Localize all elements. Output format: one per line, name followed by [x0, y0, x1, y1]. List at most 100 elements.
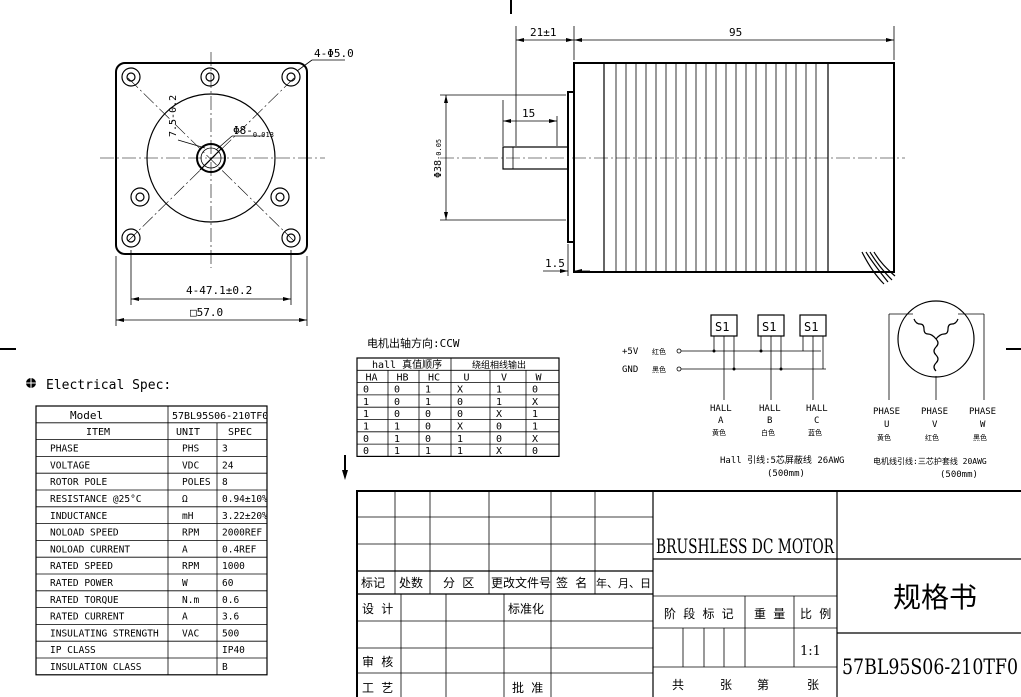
phase-wiring: PHASE U 黄色 PHASE V 红色 PHASE W 黑色 电机线引线:三… [873, 300, 996, 480]
supply-gnd: GND [622, 365, 638, 375]
model-value: 57BL95S06-210TF0 [172, 411, 268, 422]
sequence-cell: X [496, 409, 502, 420]
spec-cell: PHS [182, 444, 199, 455]
sequence-cell: 1 [532, 422, 538, 433]
spec-cell: IP CLASS [50, 645, 96, 656]
sequence-cell: 1 [394, 422, 400, 433]
spec-cell: INSULATING STRENGTH [50, 628, 159, 639]
hall-cable-spec: Hall 引线:5芯屏蔽线 26AWG [720, 454, 844, 466]
spec-cell: RATED TORQUE [50, 595, 119, 606]
sequence-cell: 0 [496, 434, 502, 445]
dim-body: 95 [729, 26, 742, 39]
sequence-cell: 0 [394, 385, 400, 396]
model-label: Model [70, 409, 103, 422]
spec-cell: 24 [222, 460, 234, 471]
svg-text:张: 张 [720, 678, 732, 692]
spec-cell: 0.94±10% [222, 494, 268, 505]
svg-text:共: 共 [672, 678, 684, 692]
sequence-cell: 1 [394, 434, 400, 445]
svg-text:处数: 处数 [399, 575, 423, 590]
spec-cell: ROTOR POLE [50, 477, 107, 488]
sequence-column-header: HB [397, 372, 409, 383]
svg-text:B: B [767, 416, 772, 426]
shaft-dia-label: Φ8-0.013 [233, 124, 274, 139]
sequence-cell: 0 [394, 397, 400, 408]
svg-text:S1: S1 [715, 320, 729, 334]
svg-text:批 准: 批 准 [512, 680, 543, 695]
mounting-hole [281, 67, 301, 87]
spec-column-header: UNIT [176, 427, 200, 438]
sequence-cell: 0 [532, 385, 538, 396]
sequence-cell: 0 [425, 422, 431, 433]
sequence-column-header: HA [366, 372, 378, 383]
supply-gnd-color: 黑色 [652, 365, 666, 374]
sequence-cell: 0 [425, 434, 431, 445]
electrical-heading: Electrical Spec: [46, 378, 171, 393]
spec-cell: INSULATION CLASS [50, 662, 142, 673]
phase-cable-spec: 电机线引线:三芯护套线 20AWG [873, 456, 987, 466]
svg-text:标准化: 标准化 [508, 602, 544, 616]
sequence-column-header: U [464, 372, 470, 383]
svg-text:C: C [814, 416, 819, 426]
screw-hole [270, 187, 290, 207]
svg-text:蓝色: 蓝色 [808, 428, 822, 437]
sequence-cell: 1 [496, 385, 502, 396]
sequence-cell: 1 [425, 397, 431, 408]
sequence-column-header: W [536, 372, 543, 383]
spec-cell: RATED POWER [50, 578, 113, 589]
spec-cell: INDUCTANCE [50, 511, 107, 522]
spec-cell: A [182, 544, 188, 555]
svg-text:更改文件号: 更改文件号 [491, 575, 551, 590]
sheet-edge-marks [0, 0, 1021, 480]
sequence-cell: 1 [425, 385, 431, 396]
sequence-cell: 0 [532, 446, 538, 457]
title-block: 标记 处数 分 区 更改文件号 签 名 年、月、日 设 计 标准化 审 核 工 … [356, 490, 1021, 697]
svg-text:标记: 标记 [361, 576, 385, 590]
spec-column-header: SPEC [228, 427, 252, 438]
sequence-cell: 0 [496, 422, 502, 433]
svg-text:U: U [884, 420, 889, 430]
spec-cell: VOLTAGE [50, 460, 90, 471]
spec-cell: 3.6 [222, 612, 239, 623]
spec-cell: RESISTANCE @25°C [50, 494, 142, 505]
sequence-cell: 1 [363, 397, 369, 408]
mounting-hole [281, 228, 301, 248]
spec-cell: POLES [182, 477, 211, 488]
mounting-hole [121, 228, 141, 248]
svg-text:S1: S1 [804, 320, 818, 334]
hall-sensor-a: S1 [710, 314, 738, 400]
sequence-cell: X [457, 385, 463, 396]
svg-text:工 艺: 工 艺 [362, 681, 393, 695]
svg-text:V: V [932, 420, 938, 430]
sequence-cell: 0 [394, 409, 400, 420]
product-title: BRUSHLESS DC MOTOR [656, 534, 835, 558]
svg-text:HALL: HALL [710, 404, 732, 414]
svg-text:红色: 红色 [925, 433, 939, 442]
spec-cell: 0.4REF [222, 544, 257, 555]
doc-type: 规格书 [893, 581, 977, 614]
spec-cell: VDC [182, 460, 199, 471]
sequence-cell: 0 [363, 446, 369, 457]
cable [865, 251, 889, 283]
svg-text:S1: S1 [762, 320, 776, 334]
sequence-cell: 1 [394, 446, 400, 457]
svg-text:张: 张 [807, 678, 819, 692]
spec-cell: 3 [222, 444, 228, 455]
svg-text:年、月、日: 年、月、日 [596, 576, 651, 590]
shaft-circle [196, 143, 226, 173]
spec-cell: 60 [222, 578, 234, 589]
spec-cell: Ω [182, 494, 188, 505]
sequence-cell: X [532, 434, 538, 445]
sequence-cell: 1 [496, 397, 502, 408]
svg-text:W: W [980, 420, 986, 430]
bolt-circle-label: 4-47.1±0.2 [186, 284, 252, 297]
screw-hole [200, 67, 220, 87]
hall-wiring: +5V 红色 GND 黑色 S1 S1 S1 [622, 314, 844, 479]
supply-plus-color: 红色 [652, 347, 666, 356]
winding-header: 绕组相线输出 [472, 359, 526, 371]
svg-text:(500mm): (500mm) [940, 470, 978, 480]
spec-cell: PHASE [50, 444, 79, 455]
spec-cell: 500 [222, 628, 239, 639]
